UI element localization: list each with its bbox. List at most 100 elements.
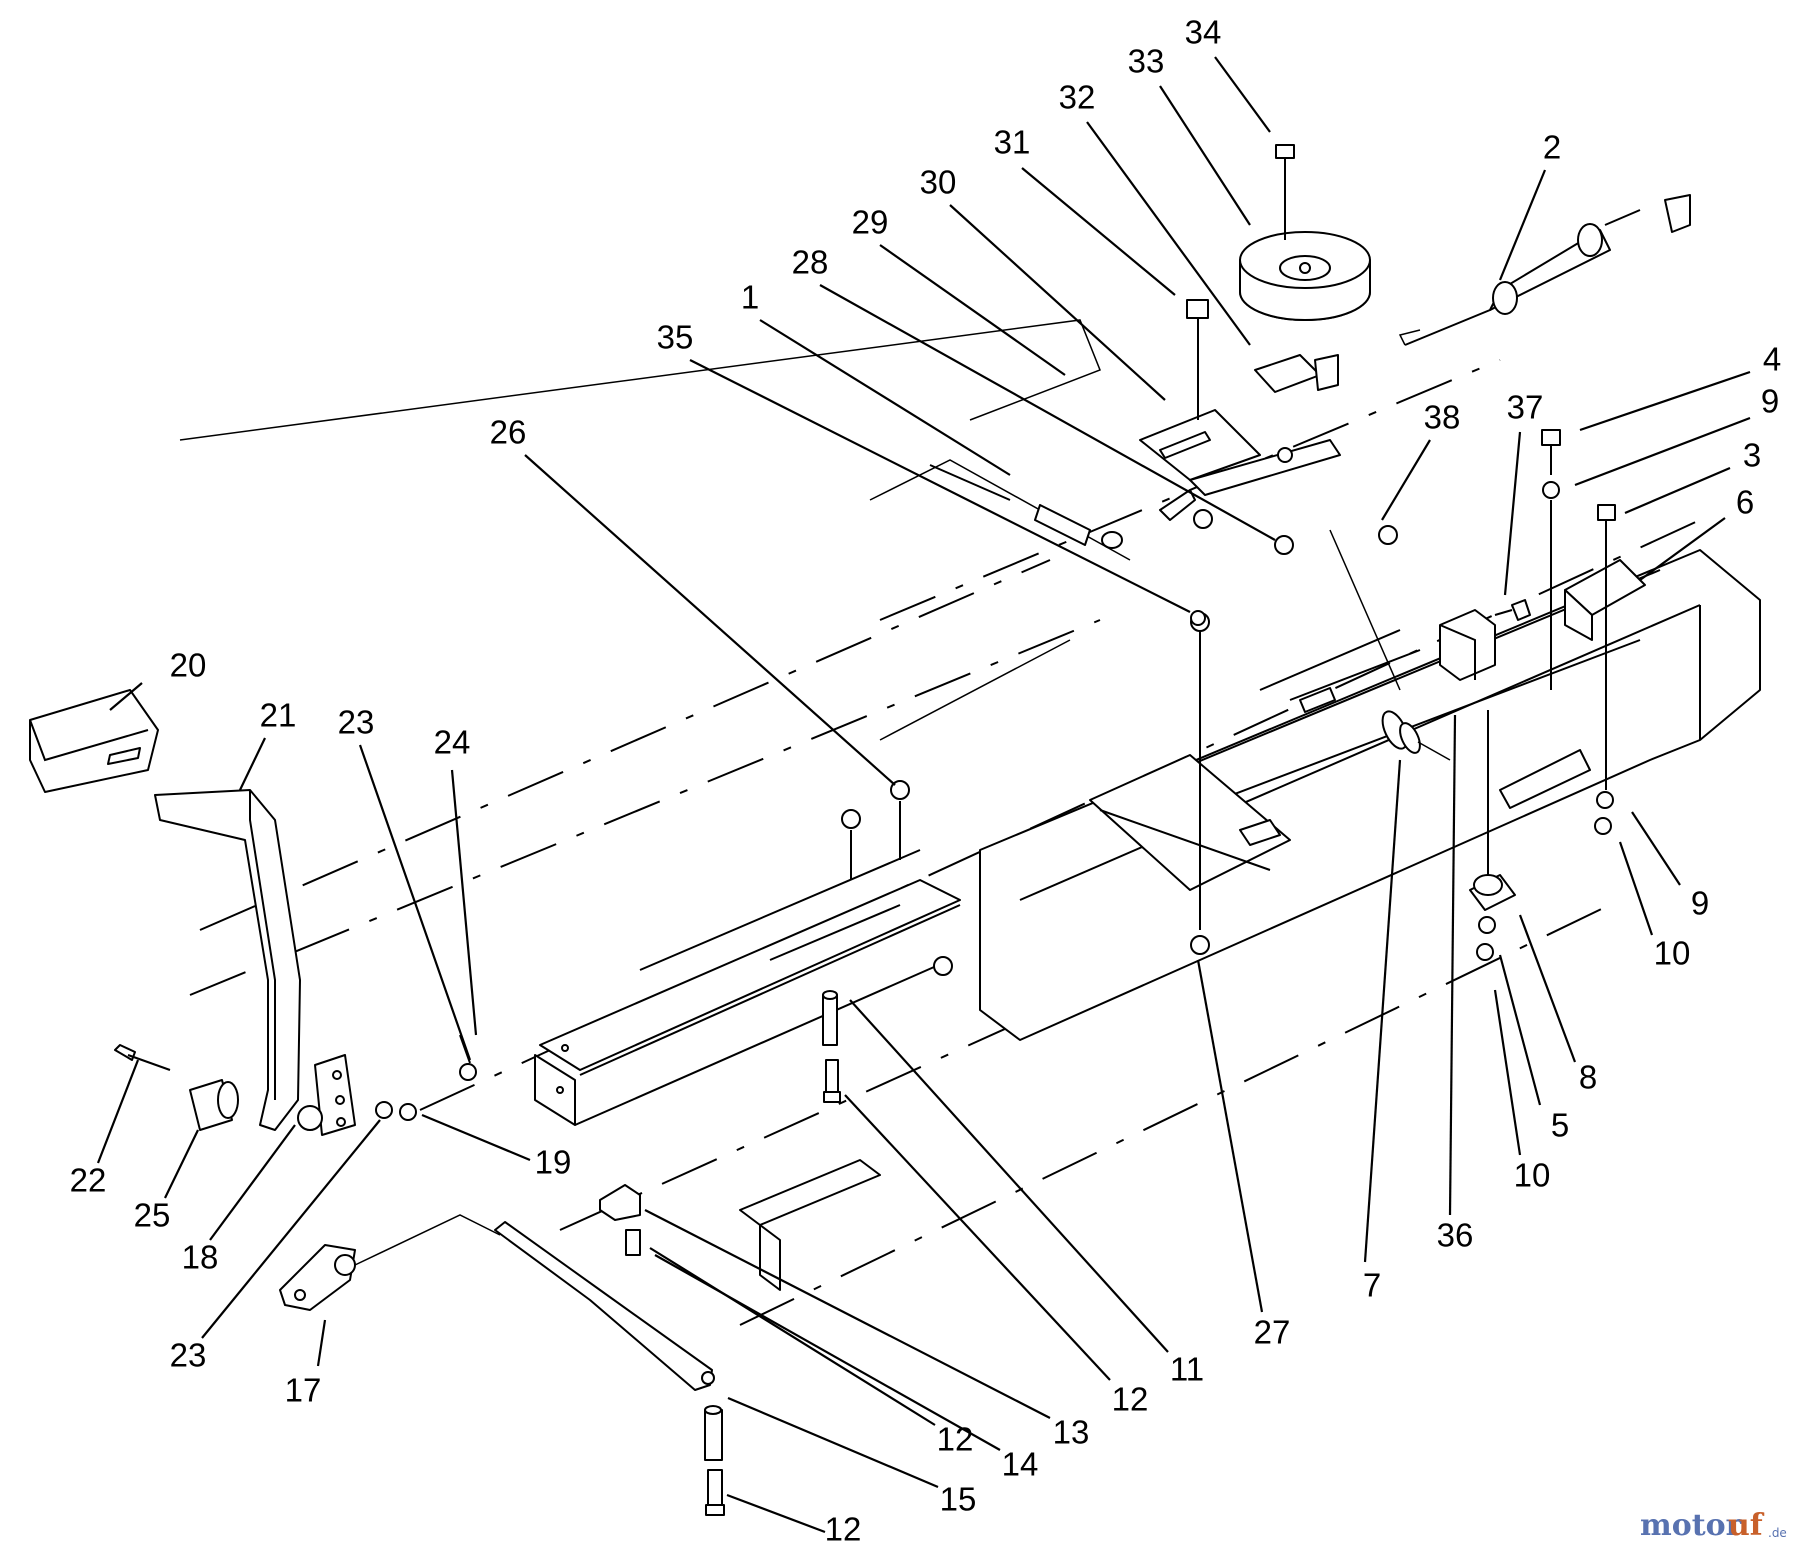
pedal-pad (29, 689, 159, 793)
callout-leader-6 (1639, 517, 1726, 581)
callout-leader-10 (1493, 989, 1522, 1156)
callout-label-8: 8 (1579, 1059, 1597, 1096)
frame-rail-left (534, 849, 961, 1126)
callout-label-35: 35 (657, 319, 694, 356)
callout-leader-20 (109, 682, 143, 711)
callout-label-37: 37 (1507, 389, 1544, 426)
rod-clip (599, 1184, 641, 1221)
spacer-11 (822, 990, 838, 1046)
cross-plate (1089, 754, 1291, 891)
callout-leader-21 (239, 737, 266, 791)
callout-label-32: 32 (1059, 79, 1096, 116)
callout-label-22: 22 (70, 1162, 107, 1199)
callout-leader-18 (209, 1124, 296, 1241)
bolt-37 (1494, 599, 1531, 621)
callout-label-5: 5 (1551, 1107, 1569, 1144)
washer-35 (1190, 610, 1206, 626)
callout-leader-3 (1624, 466, 1731, 515)
callout-label-10: 10 (1654, 935, 1691, 972)
callout-leader-26 (524, 454, 896, 786)
callout-leader-25 (164, 1129, 199, 1199)
callout-leader-13 (644, 1209, 1051, 1419)
pedal-bushing (297, 1105, 323, 1131)
washer-5 (1478, 916, 1496, 934)
callout-leader-1 (759, 319, 1011, 476)
spring-7 (1329, 529, 1451, 761)
bracket-36 (1439, 609, 1496, 681)
callout-label-12: 12 (937, 1421, 974, 1458)
callout-label-12: 12 (1112, 1381, 1149, 1418)
callout-leader-10 (1618, 841, 1654, 936)
callout-leader-36 (1448, 714, 1457, 1216)
watermark-text-2: uf (1728, 1508, 1765, 1543)
spacer-15 (704, 1405, 723, 1461)
nut-10-right (1594, 817, 1612, 835)
nut-19 (399, 1103, 417, 1121)
callout-label-28: 28 (792, 244, 829, 281)
callout-leader-23 (201, 1119, 381, 1339)
callout-label-13: 13 (1053, 1414, 1090, 1451)
callout-label-19: 19 (535, 1144, 572, 1181)
lower-bracket (739, 1159, 881, 1291)
pulley-bolt (1275, 144, 1295, 240)
callout-label-20: 20 (170, 647, 207, 684)
washer-9-upper (1542, 481, 1560, 499)
callout-leader-32 (1086, 121, 1251, 346)
callout-leader-37 (1503, 431, 1522, 596)
callout-label-9: 9 (1761, 383, 1779, 420)
callout-leader-22 (96, 1059, 140, 1164)
pedal-shaft-spacer (189, 1079, 239, 1131)
washer-24 (459, 1063, 477, 1081)
callout-label-3: 3 (1743, 437, 1761, 474)
callout-label-1: 1 (741, 279, 759, 316)
brake-rod (354, 1214, 715, 1391)
callout-leader-15 (727, 1396, 939, 1489)
callout-label-34: 34 (1185, 14, 1222, 51)
callout-label-23: 23 (170, 1337, 207, 1374)
bolt-14 (625, 1229, 641, 1256)
cable-spring (1398, 194, 1691, 346)
callout-label-12: 12 (825, 1511, 862, 1548)
brake-pedal (154, 789, 301, 1131)
washer-23 (375, 1101, 393, 1119)
callout-leader-11 (849, 999, 1169, 1353)
tension-rod (869, 459, 1131, 561)
bearing-plate-8 (1469, 874, 1516, 911)
callout-label-31: 31 (994, 124, 1031, 161)
callout-leader-24 (450, 769, 478, 1036)
watermark-logo: motor uf .de (1640, 1508, 1787, 1543)
bolt-12-upper (823, 1059, 841, 1103)
callout-label-36: 36 (1437, 1217, 1474, 1254)
callout-label-38: 38 (1424, 399, 1461, 436)
callout-label-33: 33 (1128, 43, 1165, 80)
callout-leader-9 (1631, 811, 1681, 886)
callout-leader-7 (1363, 759, 1402, 1263)
idler-bolt (1186, 299, 1209, 420)
idler-arm (1139, 409, 1341, 521)
callout-label-30: 30 (920, 164, 957, 201)
callout-leader-23 (358, 744, 472, 1061)
callout-leader-14 (654, 1254, 1001, 1451)
callout-label-26: 26 (490, 414, 527, 451)
callout-leader-31 (1021, 167, 1176, 296)
nut-10-lower (1476, 943, 1494, 961)
callout-leader-8 (1518, 914, 1577, 1063)
bolt-12-lower (705, 1469, 725, 1516)
idler-washer (1277, 447, 1293, 463)
callout-leader-38 (1381, 439, 1431, 521)
callout-leader-9 (1574, 416, 1751, 487)
pivot-plate (279, 1244, 356, 1311)
callout-leader-12 (726, 1493, 826, 1534)
pedal-bolt (114, 1044, 171, 1071)
callout-leader-5 (1498, 954, 1542, 1106)
callout-label-10: 10 (1514, 1157, 1551, 1194)
callout-label-21: 21 (260, 697, 297, 734)
frame-rail-right (979, 549, 1761, 1041)
callout-leader-33 (1159, 85, 1251, 226)
watermark-text-1: motor (1640, 1508, 1743, 1543)
callout-leader-19 (421, 1113, 531, 1162)
callout-leader-12 (844, 1094, 1111, 1381)
callout-label-17: 17 (285, 1372, 322, 1409)
